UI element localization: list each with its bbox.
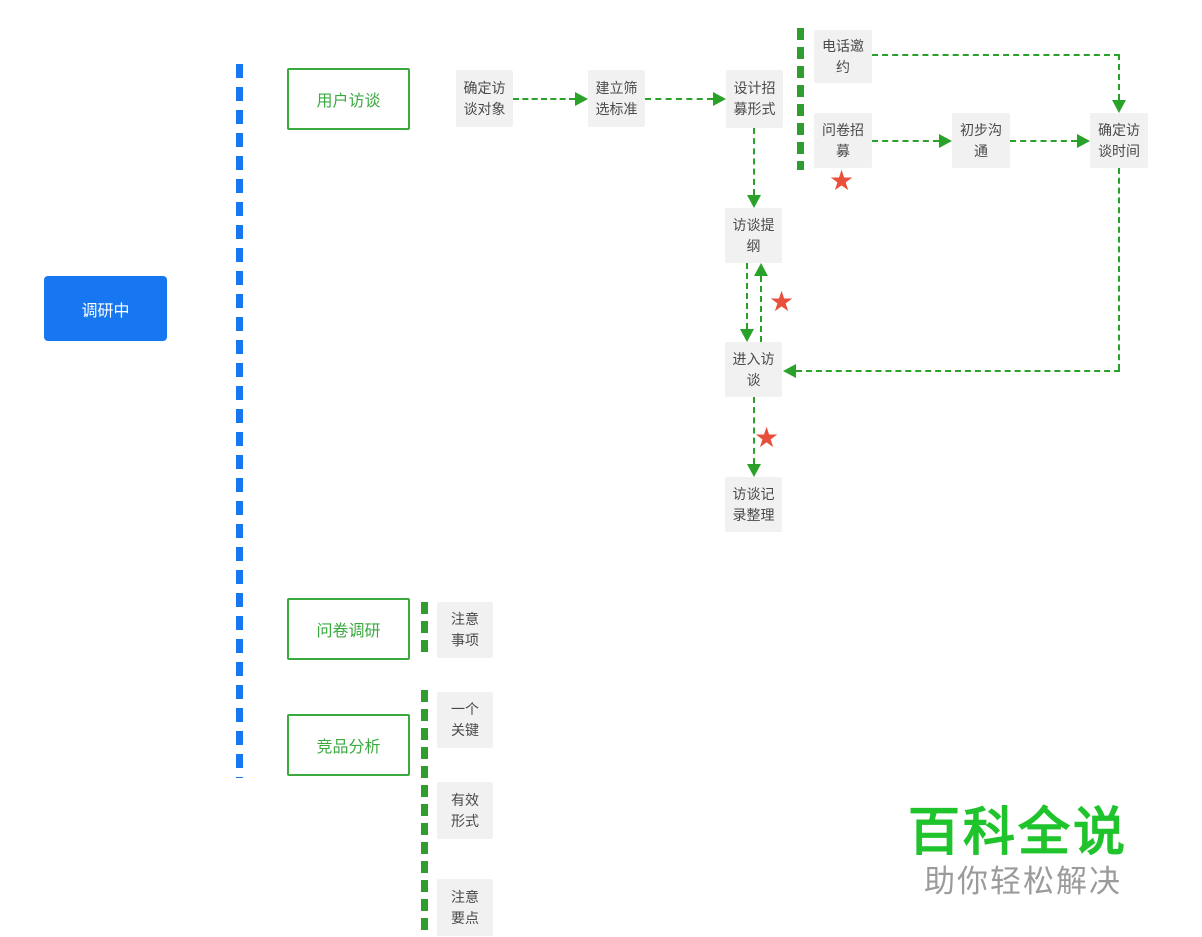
logo-title: 百科全说	[908, 804, 1129, 862]
connector-design-to-outline	[753, 128, 755, 195]
connector-enter-to-notes	[753, 397, 755, 464]
node-define-interview-target[interactable]: 确定访 谈对象	[456, 70, 513, 127]
arrowhead-down-icon	[1112, 100, 1126, 113]
blue-dashed-guide-line	[236, 64, 243, 778]
star-icon: ★	[769, 286, 795, 317]
arrowhead-down-icon	[747, 464, 761, 477]
connector-recruit-to-communication	[872, 140, 939, 142]
branch-node-survey[interactable]: 问卷调研	[287, 598, 410, 660]
connector-screening-to-design	[645, 98, 713, 100]
connector-communication-to-time	[1010, 140, 1077, 142]
arrowhead-left-icon	[783, 364, 796, 378]
node-design-recruitment-form[interactable]: 设计招 募形式	[726, 70, 783, 128]
arrowhead-right-icon	[939, 134, 952, 148]
green-dashed-guide-line-competitor	[421, 690, 428, 937]
arrowhead-down-icon	[740, 329, 754, 342]
arrowhead-up-icon	[754, 263, 768, 276]
node-initial-communication[interactable]: 初步沟 通	[952, 113, 1010, 168]
connector-time-to-enter-v	[1118, 168, 1120, 370]
arrowhead-right-icon	[713, 92, 726, 106]
node-effective-form[interactable]: 有效 形式	[437, 782, 493, 839]
node-build-screening-criteria[interactable]: 建立筛 选标准	[588, 70, 645, 127]
arrowhead-down-icon	[747, 195, 761, 208]
green-dashed-guide-line-recruit	[797, 28, 804, 170]
node-one-key-point[interactable]: 一个 关键	[437, 692, 493, 748]
connector-enter-to-outline-up	[760, 276, 762, 342]
node-phone-invitation[interactable]: 电话邀 约	[814, 30, 872, 83]
root-node-research[interactable]: 调研中	[44, 276, 167, 341]
logo-subtitle: 助你轻松解决	[924, 864, 1122, 899]
arrowhead-right-icon	[1077, 134, 1090, 148]
node-interview-outline[interactable]: 访谈提 纲	[725, 208, 782, 263]
connector-phone-to-time-h	[872, 54, 1120, 56]
arrowhead-right-icon	[575, 92, 588, 106]
star-icon: ★	[754, 422, 780, 453]
connector-target-to-screening	[513, 98, 575, 100]
branch-node-competitor-analysis[interactable]: 竞品分析	[287, 714, 410, 776]
connector-outline-to-enter-down	[746, 263, 748, 329]
connector-phone-to-time-v	[1118, 54, 1120, 100]
star-icon: ★	[829, 165, 855, 196]
node-survey-notes[interactable]: 注意 事项	[437, 602, 493, 658]
node-survey-recruitment[interactable]: 问卷招 募	[814, 113, 872, 168]
branch-node-user-interview[interactable]: 用户访谈	[287, 68, 410, 130]
connector-time-to-enter-h	[796, 370, 1120, 372]
node-key-points[interactable]: 注意 要点	[437, 879, 493, 936]
node-enter-interview[interactable]: 进入访 谈	[725, 342, 782, 397]
node-interview-notes-sorting[interactable]: 访谈记 录整理	[725, 477, 782, 532]
green-dashed-guide-line-survey	[421, 602, 428, 658]
node-confirm-interview-time[interactable]: 确定访 谈时间	[1090, 113, 1148, 168]
